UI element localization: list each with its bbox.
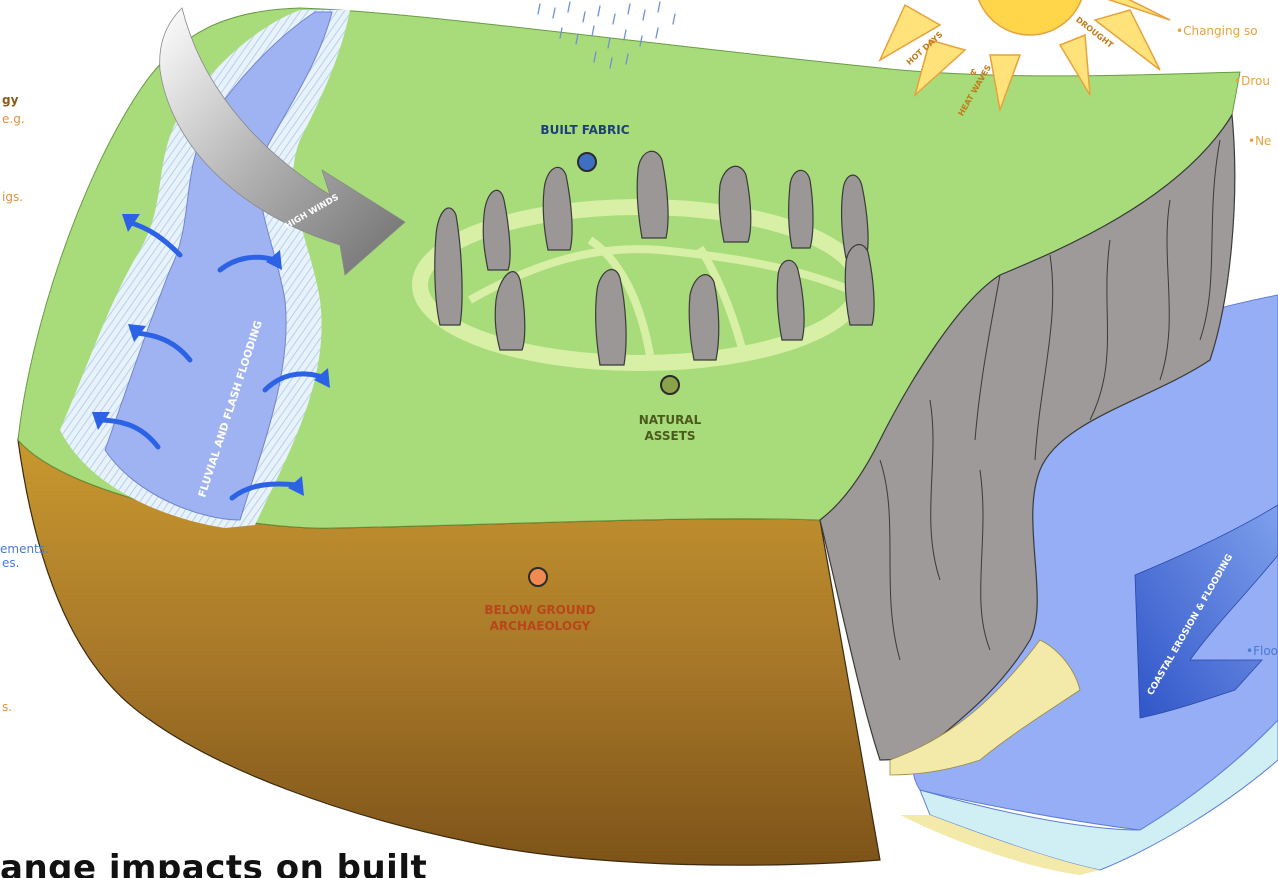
left-fragment-5: es. xyxy=(2,556,19,570)
right-fragment-3: •Ne xyxy=(1248,134,1271,148)
right-fragment-2: •Drou xyxy=(1234,74,1270,88)
left-fragment-4: ements. xyxy=(0,542,49,556)
page-title: ange impacts on built xyxy=(0,848,427,878)
archaeology-label: BELOW GROUND ARCHAEOLOGY xyxy=(460,602,620,634)
built-fabric-label: BUILT FABRIC xyxy=(520,122,650,138)
built-fabric-marker xyxy=(577,152,597,172)
natural-assets-marker xyxy=(660,375,680,395)
natural-assets-line2: ASSETS xyxy=(610,428,730,444)
natural-assets-label: NATURAL ASSETS xyxy=(610,412,730,444)
archaeology-line2: ARCHAEOLOGY xyxy=(460,618,620,634)
archaeology-line1: BELOW GROUND xyxy=(460,602,620,618)
ampersand-label: & xyxy=(970,68,977,77)
left-fragment-6: s. xyxy=(2,700,12,714)
archaeology-marker xyxy=(528,567,548,587)
right-fragment-4: •Floo xyxy=(1246,644,1278,658)
left-fragment-3: igs. xyxy=(2,190,23,204)
natural-assets-line1: NATURAL xyxy=(610,412,730,428)
left-fragment-1: gy xyxy=(2,93,18,107)
left-fragment-2: e.g. xyxy=(2,112,25,126)
right-fragment-1: •Changing so xyxy=(1176,24,1258,38)
